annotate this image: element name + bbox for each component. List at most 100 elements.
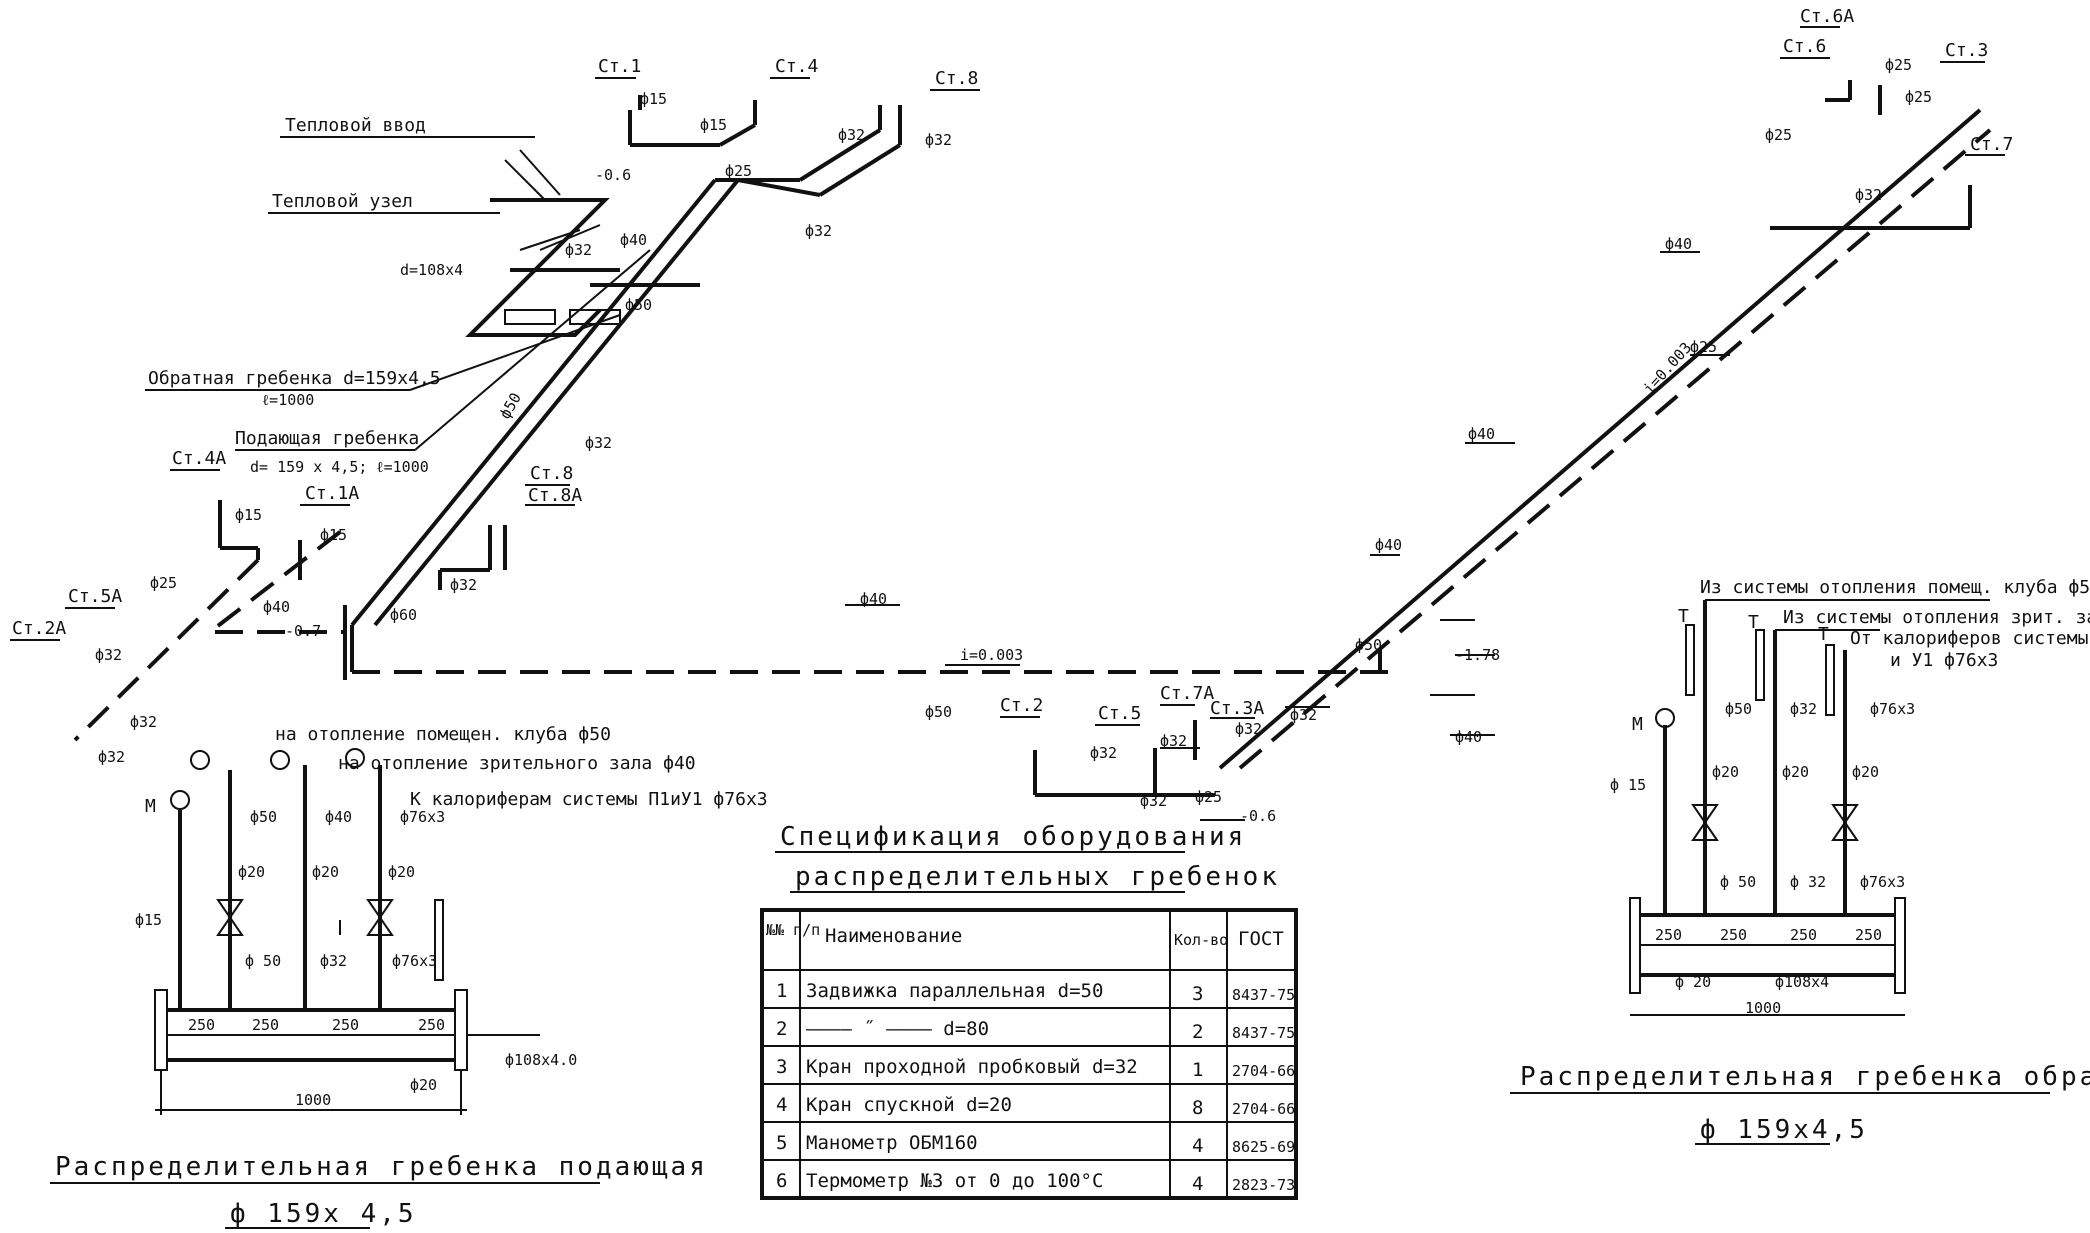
dia-label: ф50 (625, 296, 652, 314)
dia-label: ф 15 (1610, 776, 1646, 794)
supply-manifold-detail: М ф15 ф50 ф40 ф76х3 ф20 ф20 ф20 ф20 ф 50… (50, 748, 708, 1229)
dia-label: ф40 (1455, 728, 1482, 746)
mark-minus-06b: -0.6 (1240, 807, 1276, 825)
dia-label: ф25 (1195, 788, 1222, 806)
dia-label: ф50 (250, 808, 277, 826)
label-to-club: на отопление помещен. клуба ф50 (275, 724, 611, 745)
label-to-heaters: К калориферам системы П1иУ1 ф76х3 (410, 789, 768, 810)
dia-label: ф25 (1690, 338, 1717, 356)
pipe-supply-diagonal (350, 178, 717, 627)
dia-label: ф25 (1885, 56, 1912, 74)
spec-cell: 5 (776, 1132, 787, 1154)
dia-label: ф15 (700, 116, 727, 134)
mark-minus-06: -0.6 (595, 166, 631, 184)
dia-label: ф76х3 (392, 952, 437, 970)
label-from-heaters-2: и У1 ф76х3 (1890, 650, 1998, 671)
dim-label: 250 (188, 1016, 215, 1034)
dia-label: ф32 (1790, 700, 1817, 718)
dim-label: 250 (1855, 926, 1882, 944)
label-st7a: Ст.7А (1160, 683, 1214, 704)
dia-label: ф50 (925, 703, 952, 721)
spec-cell: Термометр №3 от 0 до 100°С (806, 1170, 1103, 1192)
label-t: Т (1748, 612, 1759, 633)
label-from-club: Из системы отопления помещ. клуба ф50 (1700, 577, 2090, 598)
spec-cell: 1 (1192, 1059, 1203, 1081)
return-manifold-subtitle: ф 159х4,5 (1700, 1115, 1868, 1145)
manometer-icon (270, 750, 290, 770)
thermometer-icon (1755, 629, 1765, 701)
dia-label: ф76х3 (1870, 700, 1915, 718)
manometer-icon (190, 750, 210, 770)
dia-label: ф50 (1355, 636, 1382, 654)
dia-label: ф76х3 (400, 808, 445, 826)
slope-diagonal: i=0.003 (1640, 339, 1696, 398)
supply-manifold-subtitle: ф 159х 4,5 (230, 1199, 417, 1229)
spec-heading: Спецификация оборудования распределитель… (775, 822, 1280, 893)
label-from-hall: Из системы отопления зрит. зала ф32 (1783, 607, 2090, 628)
spec-header-name: Наименование (825, 925, 962, 947)
label-m: М (1632, 714, 1643, 735)
dia-label: ф32 (450, 576, 477, 594)
pipe-right-diagonal (1218, 108, 1982, 770)
supply-manifold-title: Распределительная гребенка подающая (55, 1152, 708, 1182)
thermometer-icon (434, 899, 444, 981)
label-st3: Ст.3 (1945, 40, 1988, 61)
spec-cell: 4 (776, 1094, 787, 1116)
leader-lines (10, 26, 2005, 821)
label-st3a: Ст.3А (1210, 698, 1264, 719)
dia-label: ф20 (238, 863, 265, 881)
spec-header-gost: ГОСТ (1238, 928, 1284, 950)
label-heat-input: Тепловой ввод (285, 115, 426, 136)
label-st2a: Ст.2А (12, 618, 66, 639)
dia-label: ф 32 (1790, 873, 1826, 891)
label-to-hall: на отопление зрительного зала ф40 (338, 753, 696, 774)
dia-label: ф 50 (245, 952, 281, 970)
dia-label: ф15 (640, 90, 667, 108)
dim-label: 250 (1790, 926, 1817, 944)
dim-label: 250 (1720, 926, 1747, 944)
dia-label: ф20 (1782, 763, 1809, 781)
dim-label: 1000 (295, 1091, 331, 1109)
dia-label: ф32 (98, 748, 125, 766)
label-st4a: Ст.4А (172, 448, 226, 469)
spec-title: Спецификация оборудования (780, 822, 1246, 852)
main-pipeline (73, 80, 1992, 797)
dia-label: ф25 (150, 574, 177, 592)
dia-label: ф25 (725, 162, 752, 180)
spec-cell: 3 (1192, 983, 1203, 1005)
dia-label: ф32 (585, 434, 612, 452)
mark-minus-07: -0.7 (285, 622, 321, 640)
spec-cell: 2704-66 (1232, 1100, 1295, 1118)
dia-label: ф32 (95, 646, 122, 664)
dia-label: ф25 (1905, 88, 1932, 106)
dia-label: ф32 (1290, 706, 1317, 724)
spec-table: №№ п/п Наименование Кол-во ГОСТ 1 Задвиж… (760, 908, 1298, 1200)
slope-horizontal: i=0.003 (960, 646, 1023, 664)
dia-label: ф15 (235, 506, 262, 524)
dia-label: ф32 (320, 952, 347, 970)
dia-label: ф32 (1855, 186, 1882, 204)
return-manifold-title: Распределительная гребенка обратная (1520, 1062, 2090, 1092)
label-d108: d=108х4 (400, 261, 463, 279)
dia-label: ф40 (325, 808, 352, 826)
dim-label: 1000 (1745, 999, 1781, 1017)
spec-cell: Манометр ОБМ160 (806, 1132, 978, 1154)
dia-label: ф 20 (1675, 973, 1711, 991)
dia-label: ф32 (925, 131, 952, 149)
label-st8-top: Ст.8 (935, 68, 978, 89)
dia-label: ф25 (1765, 126, 1792, 144)
spec-subtitle: распределительных гребенок (795, 862, 1280, 892)
spec-cell: 1 (776, 980, 787, 1002)
dia-label: ф32 (1090, 744, 1117, 762)
dia-label: ф32 (130, 713, 157, 731)
label-supply-manifold: Подающая гребенка (235, 428, 419, 449)
dia-label: ф40 (860, 590, 887, 608)
spec-header-qty: Кол-во (1174, 931, 1228, 949)
dia-label: ф32 (1140, 792, 1167, 810)
spec-cell: 4 (1192, 1135, 1203, 1157)
spec-cell: 8437-75 (1232, 1024, 1295, 1042)
dia-label: ф40 (1665, 235, 1692, 253)
label-from-heaters: От калориферов системы П1 (1850, 628, 2090, 649)
dia-label: ф20 (410, 1076, 437, 1094)
